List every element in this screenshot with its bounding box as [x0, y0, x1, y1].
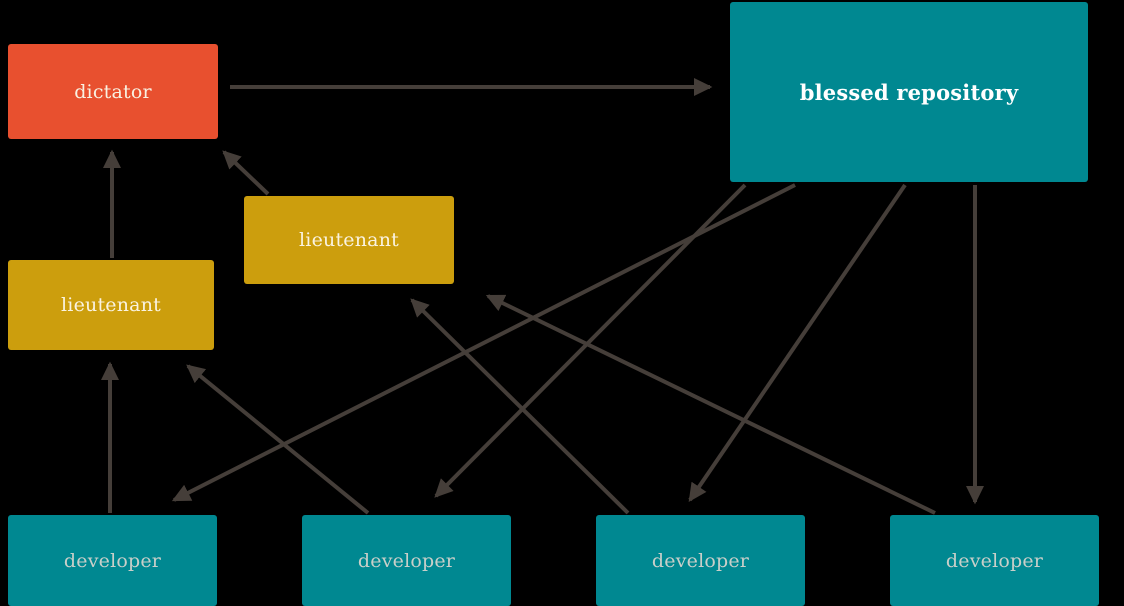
edge-blessed-repository-to-developer-2: [434, 183, 747, 498]
node-lieutenant-upper-label: lieutenant: [299, 229, 399, 251]
edge-lieutenant-upper-to-dictator: [222, 150, 270, 196]
node-developer-2: developer: [302, 515, 511, 606]
node-developer-2-label: developer: [357, 549, 456, 572]
node-lieutenant-upper: lieutenant: [244, 196, 454, 284]
node-developer-1-label: developer: [63, 549, 162, 572]
node-developer-4-label: developer: [945, 549, 1044, 572]
node-lieutenant-lower: lieutenant: [8, 260, 214, 350]
node-blessed-repository-label: blessed repository: [799, 79, 1019, 105]
node-developer-3: developer: [596, 515, 805, 606]
edge-developer-2-to-lieutenant-lower: [186, 364, 370, 515]
node-developer-3-label: developer: [651, 549, 750, 572]
node-lieutenant-lower-label: lieutenant: [61, 294, 161, 316]
edge-developer-4-to-lieutenant-upper: [485, 294, 936, 515]
edge-developer-3-to-lieutenant-upper: [410, 298, 630, 515]
node-developer-1: developer: [8, 515, 217, 606]
node-developer-4: developer: [890, 515, 1099, 606]
node-dictator: dictator: [8, 44, 218, 139]
node-dictator-label: dictator: [74, 80, 152, 103]
edge-blessed-repository-to-developer-3: [688, 183, 907, 502]
node-blessed-repository: blessed repository: [730, 2, 1088, 182]
